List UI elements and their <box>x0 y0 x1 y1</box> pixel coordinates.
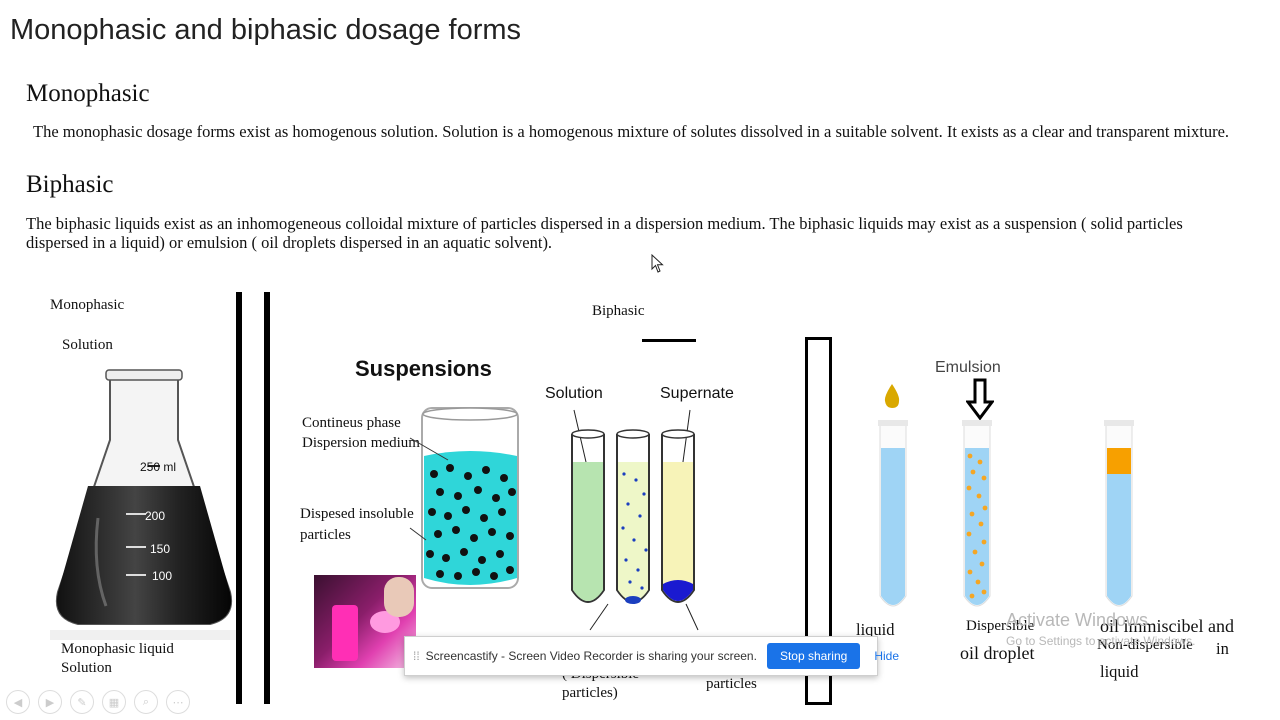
dispersible-label: Dispersible <box>966 618 1035 634</box>
next-slide-icon[interactable]: ▶ <box>38 690 62 714</box>
drag-handle-icon[interactable]: ⁞⁞ <box>413 649 420 663</box>
flask-mark-100: 100 <box>152 569 173 583</box>
activate-windows-watermark: Activate Windows <box>1006 610 1149 630</box>
biphasic-heading: Biphasic <box>26 171 114 198</box>
dispersion-medium-label: Dispersion medium <box>302 435 420 451</box>
slideshow-toolbar: ◀ ▶ ✎ ▦ ⌕ ⋯ <box>6 690 190 714</box>
oil-droplet-label: oil droplet <box>960 643 1035 663</box>
dispersed-particles-label: Dispesed insoluble <box>300 506 414 522</box>
divider-bar-right <box>264 292 270 704</box>
biphasic-underline <box>642 339 696 342</box>
dispersible-particles-label-2: particles) <box>562 685 618 701</box>
oil-drop-icon <box>884 384 900 408</box>
biphasic-paragraph: The biphasic liquids exist as an inhomog… <box>26 214 1183 252</box>
flask-mark-150: 150 <box>150 542 171 556</box>
biphasic-label: Biphasic <box>592 303 645 319</box>
pen-icon[interactable]: ✎ <box>70 690 94 714</box>
pink-bottle-photo <box>314 575 416 668</box>
test-tubes-illustration <box>571 409 699 631</box>
down-arrow-icon <box>966 378 994 421</box>
hide-button[interactable]: Hide <box>874 649 900 663</box>
emulsion-title: Emulsion <box>935 359 1001 376</box>
continuous-phase-label: Contineus phase <box>302 415 401 431</box>
emulsion-tubes-illustration <box>878 420 1134 607</box>
screen-share-notification-bar: ⁞⁞ Screencastify - Screen Video Recorder… <box>404 636 899 676</box>
oil-immiscible-label: oil immiscibel and <box>1100 616 1234 636</box>
dispersed-particles-label-2: particles <box>300 527 351 543</box>
share-message: Screencastify - Screen Video Recorder is… <box>425 649 757 663</box>
flask-mark-200: 200 <box>145 509 166 523</box>
non-dispersible-label: Non-dispersible <box>1097 637 1193 653</box>
liquid-label-2: liquid <box>1100 662 1139 681</box>
monophasic-paragraph: The monophasic dosage forms exist as hom… <box>33 122 1230 141</box>
suspensions-title: Suspensions <box>355 356 492 381</box>
flask-mark-250: 250 ml <box>140 460 177 474</box>
tube-supernate-label: Supernate <box>660 385 734 402</box>
slide-title: Monophasic and biphasic dosage forms <box>10 14 522 46</box>
mono-caption-2: Solution <box>61 660 112 676</box>
divider-bar-left <box>236 292 242 704</box>
in-label: in <box>1216 639 1229 658</box>
monophasic-heading: Monophasic <box>26 80 150 107</box>
particles-label: particles <box>706 676 757 692</box>
solution-label: Solution <box>62 337 113 353</box>
monophasic-label: Monophasic <box>50 297 125 313</box>
suspension-beaker <box>421 407 519 589</box>
flask-illustration <box>50 369 238 640</box>
liquid-label: liquid <box>856 620 895 639</box>
tube-solution-label: Solution <box>545 385 603 402</box>
mono-caption-1: Monophasic liquid <box>61 641 174 657</box>
mouse-cursor-icon <box>651 254 664 273</box>
slides-grid-icon[interactable]: ▦ <box>102 690 126 714</box>
previous-slide-icon[interactable]: ◀ <box>6 690 30 714</box>
more-options-icon[interactable]: ⋯ <box>166 690 190 714</box>
activate-windows-hint: Go to Settings to activate Windows. <box>1006 634 1196 648</box>
stop-sharing-button[interactable]: Stop sharing <box>766 643 861 669</box>
zoom-icon[interactable]: ⌕ <box>134 690 158 714</box>
suspension-pointer-lines <box>409 437 449 541</box>
